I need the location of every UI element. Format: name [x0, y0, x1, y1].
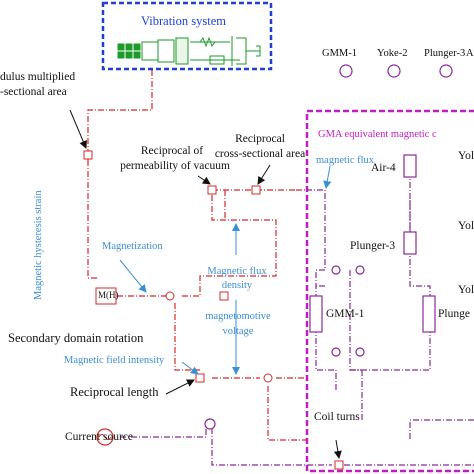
product-junction-2 — [263, 373, 273, 383]
arrow-magnetic-flux — [323, 165, 332, 189]
gma-circuit-box — [305, 109, 474, 473]
legend-item-gmm: GMM-1 — [322, 48, 358, 59]
reluctance-elements — [309, 154, 436, 333]
legend-item-plunger: Plunger-3 — [424, 48, 466, 59]
label-secondary-domain: Secondary domain rotation — [8, 331, 144, 345]
purple-circuit-lines — [120, 160, 474, 466]
vibration-system-title: Vibration system — [141, 14, 227, 28]
red-signal-lines — [87, 70, 306, 441]
label-reciprocal-length: Reciprocal length — [70, 385, 159, 399]
current-sensor — [204, 418, 216, 430]
arrow-modulus — [69, 109, 87, 149]
label-yoke-bot: Yol — [458, 284, 474, 296]
label-current-source: Current source — [65, 431, 134, 443]
red-junctions — [83, 150, 344, 470]
arrow-coil-turns — [333, 439, 342, 459]
purple-sensors — [96, 265, 365, 446]
label-flux-density-1: Magnetic flux — [207, 266, 267, 277]
label-flux-density-2: density — [221, 280, 253, 291]
leader-arrows — [69, 109, 342, 459]
arrow-reciprocal-area — [257, 164, 271, 185]
arrow-magnetization — [119, 259, 147, 293]
label-field-intensity: Magnetic field intensity — [64, 355, 165, 366]
coil-turns-block — [334, 460, 344, 470]
vibration-green-blocks — [117, 36, 261, 66]
label-mmf-1: magnetomotive — [205, 311, 271, 322]
label-yoke-top: Yol — [458, 150, 474, 162]
label-modulus-line2: -sectional area — [0, 86, 67, 98]
label-reciprocal-perm-1: Reciprocal of — [140, 145, 204, 157]
sensor-mmf-right — [355, 347, 365, 357]
reluctance-air-4 — [403, 154, 417, 178]
arrow-field-intensity — [181, 361, 199, 375]
label-mmf-2: voltage — [222, 326, 254, 337]
sensor-mmf-left — [331, 347, 341, 357]
sine-wave-icon — [98, 434, 112, 440]
label-gmm-1: GMM-1 — [326, 308, 365, 320]
reluctance-gmm-1 — [309, 295, 323, 333]
gain-block-modulus — [83, 150, 93, 160]
sum-block-flux — [219, 291, 229, 301]
legend-item-yoke: Yoke-2 — [377, 48, 408, 59]
reluctance-plunger-cut — [422, 295, 436, 333]
gain-block-reciprocal-perm — [207, 185, 217, 195]
arrow-reciprocal-perm — [197, 175, 211, 185]
label-yoke-mid: Yol — [458, 220, 474, 232]
gain-block-reciprocal-area — [251, 185, 261, 195]
label-plunger-3: Plunger-3 — [350, 240, 396, 252]
label-air-4: Air-4 — [371, 162, 396, 174]
gain-block-field — [195, 373, 205, 383]
sensor-flux-right — [355, 265, 365, 275]
label-plunger-cut: Plunge — [438, 308, 470, 320]
label-magnetic-hysteresis-strain: Magnetic hysteresis strain — [33, 190, 44, 300]
vibration-system-group — [101, 1, 273, 71]
gma-circuit-title: GMA equivalent magnetic c — [318, 129, 437, 140]
vibration-system-box — [101, 1, 273, 71]
arrow-reciprocal-length — [165, 379, 195, 395]
secondary-domain-block-text: M(H) — [98, 290, 119, 300]
label-reciprocal-area-2: cross-sectional area — [214, 148, 306, 160]
label-magnetic-flux: magnetic flux — [316, 155, 375, 166]
product-junction-1 — [165, 291, 175, 301]
reluctance-plunger-3 — [403, 231, 417, 255]
label-reciprocal-area-1: Reciprocal — [235, 133, 285, 145]
sensor-flux-left — [331, 265, 341, 275]
label-modulus-line1: dulus multiplied — [0, 71, 76, 83]
secondary-domain-block — [95, 287, 117, 305]
legend-item-trailing: A — [466, 48, 474, 59]
label-reciprocal-perm-2: permeability of vacuum — [120, 160, 230, 172]
legend-icons — [339, 64, 453, 78]
label-coil-turns: Coil turns — [314, 411, 360, 423]
label-magnetization: Magnetization — [102, 241, 163, 252]
